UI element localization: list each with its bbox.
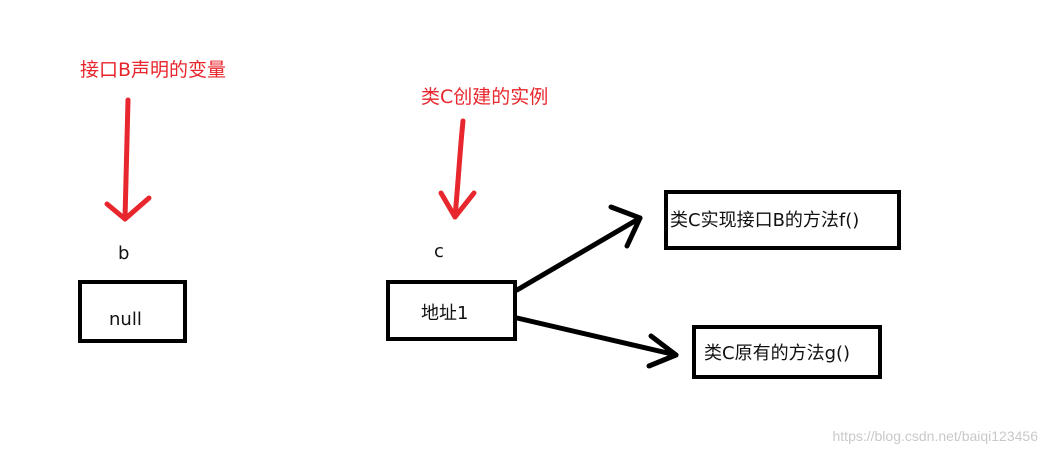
interface-variable-annotation: 接口B声明的变量 <box>80 59 226 81</box>
variable-c-value: 地址1 <box>421 303 468 324</box>
csdn-watermark: https://blog.csdn.net/baiqi123456 <box>833 428 1039 444</box>
method-f-label: 类C实现接口B的方法f() <box>670 210 859 231</box>
variable-c-label: c <box>434 241 444 262</box>
method-g-label: 类C原有的方法g() <box>704 343 850 364</box>
class-instance-annotation: 类C创建的实例 <box>421 86 548 108</box>
method-f-box-border <box>664 190 901 250</box>
black-arrow-head <box>608 204 643 249</box>
method-g-box-border <box>692 325 882 379</box>
arrow-to-method-g <box>514 315 679 369</box>
red-arrow-shaft <box>452 118 466 220</box>
red-arrow-shaft <box>122 97 131 222</box>
red-arrow-to-c <box>438 118 477 220</box>
black-arrow-shaft <box>514 215 643 293</box>
red-arrow-to-b <box>104 97 152 222</box>
variable-b-value: null <box>109 309 142 330</box>
method-g-box: 类C原有的方法g() <box>692 325 882 379</box>
red-arrow-head <box>104 195 152 222</box>
arrow-to-method-f <box>514 204 643 293</box>
variable-b-box: null <box>78 280 187 343</box>
variable-b-label: b <box>118 243 129 264</box>
variable-c-box-border <box>386 280 517 341</box>
red-arrow-head <box>438 190 477 220</box>
variable-c-box: 地址1 <box>386 280 517 341</box>
variable-b-box-border <box>78 280 187 343</box>
black-arrow-head <box>646 333 679 369</box>
black-arrow-shaft <box>514 315 679 358</box>
method-f-box: 类C实现接口B的方法f() <box>664 190 901 250</box>
